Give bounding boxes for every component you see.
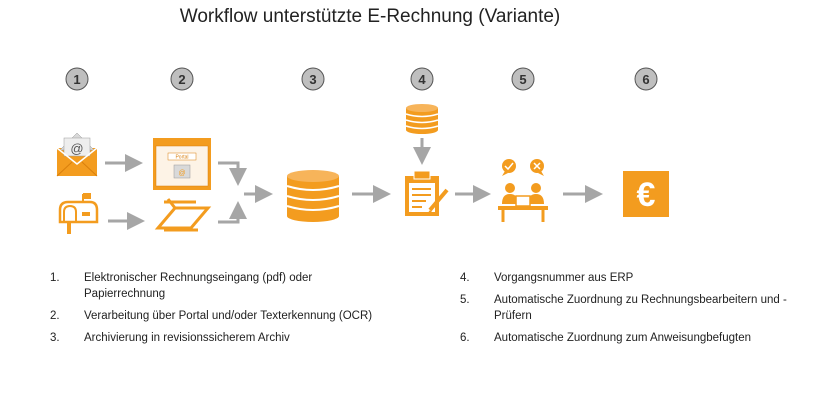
legend-number: 6. — [460, 332, 470, 344]
legend-item: 6. Automatische Zuordnung zum Anweisungb… — [460, 330, 820, 346]
legend-text: Automatische Zuordnung zum Anweisungbefu… — [494, 332, 751, 344]
legend-number: 4. — [460, 272, 470, 284]
page-title: Workflow unterstützte E-Rechnung (Varian… — [179, 6, 561, 27]
step-circle-3: 3 — [301, 67, 325, 91]
legend-number: 5. — [460, 294, 470, 306]
euro-icon: € — [623, 171, 669, 217]
legend-number: 1. — [50, 272, 60, 284]
scanner-icon — [154, 198, 212, 232]
legend-item: 2. Verarbeitung über Portal und/oder Tex… — [50, 308, 390, 324]
step-number: 6 — [642, 72, 649, 87]
arrow — [218, 201, 247, 224]
step-number: 4 — [418, 72, 426, 87]
workflow-diagram: 1 2 3 4 5 6 @ — [56, 67, 669, 234]
portal-window-icon: Portal @ — [153, 138, 211, 190]
legend-right: 4. Vorgangsnummer aus ERP 5. Automatisch… — [460, 270, 820, 352]
legend-item: 5. Automatische Zuordnung zu Rechnungsbe… — [460, 292, 820, 324]
legend-item: 3. Archivierung in revisionssicherem Arc… — [50, 330, 390, 346]
euro-symbol: € — [637, 176, 656, 214]
mailbox-icon — [58, 193, 99, 234]
legend-text: Elektronischer Rechnungseingang (pdf) od… — [84, 272, 313, 300]
portal-window-label: Portal — [175, 155, 188, 161]
step-number: 5 — [519, 72, 526, 87]
step-circle-1: 1 — [65, 67, 89, 91]
step-number: 1 — [73, 72, 80, 87]
step-number: 3 — [309, 72, 316, 87]
database-small-icon — [405, 104, 439, 134]
step-circle-2: 2 — [170, 67, 194, 91]
arrow — [218, 161, 247, 186]
svg-text:@: @ — [70, 141, 83, 156]
svg-text:@: @ — [178, 170, 185, 177]
clipboard-edit-icon — [405, 170, 449, 216]
people-review-icon — [498, 159, 548, 222]
legend-text: Automatische Zuordnung zu Rechnungsbearb… — [494, 294, 787, 322]
legend-number: 2. — [50, 310, 60, 322]
legend-number: 3. — [50, 332, 60, 344]
legend-text: Archivierung in revisionssicherem Archiv — [84, 332, 290, 344]
database-icon — [286, 170, 340, 222]
legend-item: 4. Vorgangsnummer aus ERP — [460, 270, 820, 286]
step-circle-6: 6 — [634, 67, 658, 91]
legend-text: Verarbeitung über Portal und/oder Texter… — [84, 310, 373, 322]
legend-left: 1. Elektronischer Rechnungseingang (pdf)… — [50, 270, 390, 352]
envelope-at-icon: @ — [56, 132, 98, 177]
legend-item: 1. Elektronischer Rechnungseingang (pdf)… — [50, 270, 390, 302]
step-circle-5: 5 — [511, 67, 535, 91]
step-circle-4: 4 — [410, 67, 434, 91]
legend-text: Vorgangsnummer aus ERP — [494, 272, 634, 284]
step-number: 2 — [178, 72, 185, 87]
